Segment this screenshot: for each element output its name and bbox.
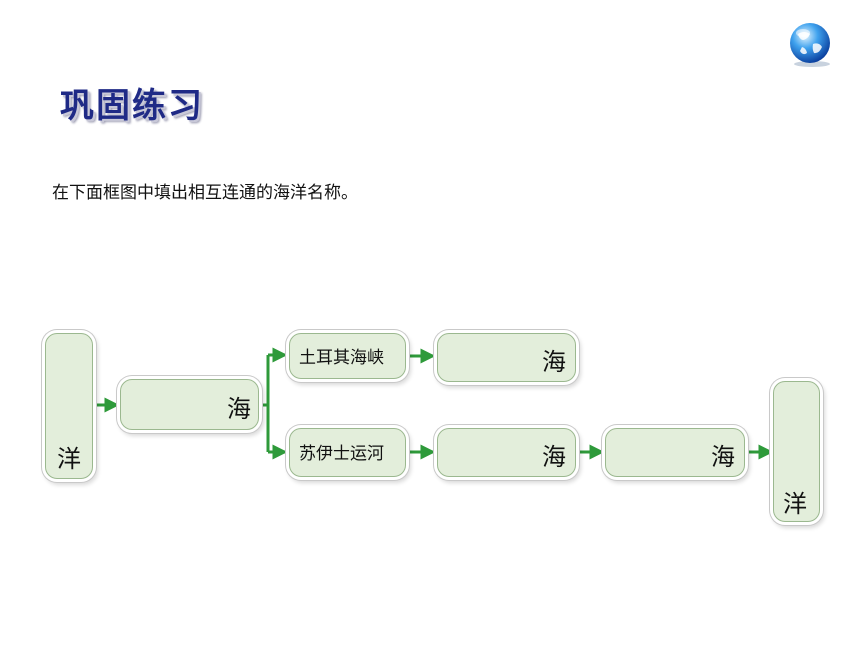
sea-2-label: 海 bbox=[542, 443, 566, 471]
box-upper-sea[interactable]: 海 bbox=[437, 333, 576, 382]
canal-label: 苏伊士运河 bbox=[299, 444, 384, 464]
page-title: 巩固练习 bbox=[60, 86, 204, 126]
box-strait[interactable]: 土耳其海峡 bbox=[289, 333, 406, 379]
box-right-ocean[interactable]: 洋 bbox=[773, 381, 820, 522]
globe-icon bbox=[790, 23, 830, 67]
box-sea-3[interactable]: 海 bbox=[605, 428, 745, 477]
first-sea-label: 海 bbox=[227, 395, 251, 423]
box-left-ocean[interactable]: 洋 bbox=[45, 333, 93, 479]
box-sea-2[interactable]: 海 bbox=[437, 428, 576, 477]
strait-label: 土耳其海峡 bbox=[299, 348, 384, 368]
sea-3-label: 海 bbox=[711, 443, 735, 471]
upper-sea-label: 海 bbox=[542, 348, 566, 376]
box-canal[interactable]: 苏伊士运河 bbox=[289, 428, 406, 477]
right-ocean-label: 洋 bbox=[783, 490, 807, 518]
left-ocean-label: 洋 bbox=[57, 445, 81, 473]
box-first-sea[interactable]: 海 bbox=[120, 379, 259, 430]
instruction-text: 在下面框图中填出相互连通的海洋名称。 bbox=[52, 183, 358, 203]
